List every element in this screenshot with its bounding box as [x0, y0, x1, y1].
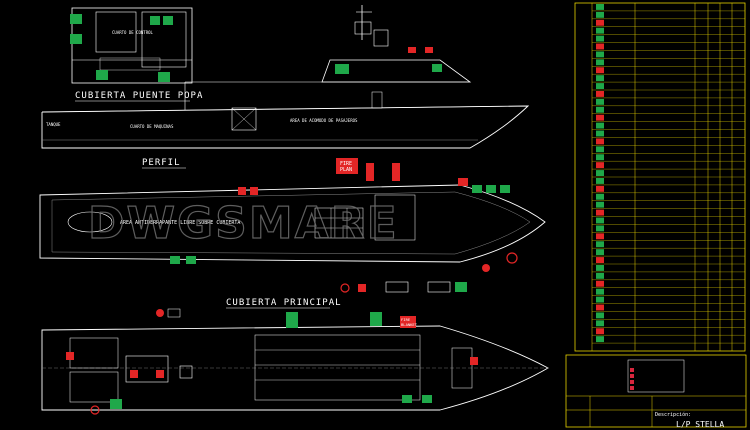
- legend-symbol-swatch: [596, 170, 604, 176]
- svg-text:FIRE: FIRE: [340, 161, 352, 167]
- legend-symbol-swatch: [596, 336, 604, 343]
- exit-sign-icon: [70, 14, 82, 24]
- legend-symbol-swatch: [596, 122, 604, 129]
- lifebuoy-icon: [335, 64, 349, 74]
- muster-point-icon: [455, 282, 467, 292]
- bridge-deck-plan: CUARTO DE CONTROL: [70, 7, 193, 84]
- fire-extinguisher-icon: [408, 47, 416, 53]
- legend-symbol-swatch: [596, 98, 604, 105]
- legend-symbol-swatch: [596, 35, 604, 42]
- legend-symbol-swatch: [596, 241, 604, 248]
- legend-symbol-swatch: [596, 265, 604, 271]
- exit-sign-icon: [186, 256, 196, 264]
- fire-alarm-icon: [250, 187, 258, 195]
- main-deck-plan: AREA ANTIDERRAPANTE LIBRE SOBRE CUBIERTA: [39, 163, 546, 293]
- svg-text:CUARTO DE MAQUINAS: CUARTO DE MAQUINAS: [130, 124, 174, 129]
- legend-symbol-swatch: [596, 91, 604, 97]
- legend-symbol-swatch: [596, 162, 604, 169]
- legend-symbol-swatch: [596, 288, 604, 295]
- legend-symbol-swatch: [596, 146, 604, 153]
- legend-symbol-swatch: [596, 59, 604, 66]
- legend-symbol-swatch: [596, 249, 604, 256]
- legend-symbol-swatch: [596, 114, 604, 121]
- alarm-button-icon: [458, 178, 468, 186]
- legend-symbol-swatch: [596, 233, 604, 240]
- legend-symbol-swatch: [596, 201, 604, 208]
- fire-extinguisher-icon: [425, 47, 433, 53]
- legend-symbol-swatch: [596, 257, 604, 263]
- legend-symbol-swatch: [596, 193, 604, 200]
- exit-sign-icon: [472, 185, 482, 193]
- main-deck-title: CUBIERTA PRINCIPAL: [226, 298, 342, 308]
- legend-symbol-swatch: [596, 27, 604, 34]
- legend-symbol-swatch: [596, 209, 604, 216]
- exit-sign-icon: [170, 256, 180, 264]
- life-jacket-icon: [500, 185, 510, 193]
- exit-sign-icon: [370, 312, 382, 326]
- emergency-exit-icon: [96, 70, 108, 80]
- svg-text:CUARTO DE CONTROL: CUARTO DE CONTROL: [112, 30, 154, 35]
- profile-view: AREA DE ACOMODO DE PASAJEROS CUARTO DE M…: [41, 5, 530, 149]
- legend-symbol-swatch: [596, 67, 604, 74]
- fire-extinguisher-icon: [392, 163, 400, 181]
- lifebuoy-icon: [506, 252, 518, 264]
- legend-symbol-swatch: [596, 225, 604, 232]
- legend-symbol-swatch: [596, 19, 604, 26]
- legend-symbol-swatch: [596, 11, 604, 18]
- legend-symbol-swatch: [596, 312, 604, 319]
- legend-symbol-swatch: [596, 154, 604, 161]
- fire-extinguisher-icon: [366, 163, 374, 181]
- legend-symbol-swatch: [596, 328, 604, 335]
- first-aid-icon: [163, 16, 173, 25]
- legend-symbol-swatch: [596, 296, 604, 303]
- legend-symbol-swatch: [596, 43, 604, 50]
- fire-alarm-icon: [156, 309, 164, 317]
- bridge-deck-title: CUBIERTA PUENTE POPA: [75, 91, 203, 101]
- safety-symbol-legend-table: [574, 2, 746, 352]
- legend-symbol-swatch: [596, 217, 604, 224]
- exit-sign-icon: [286, 312, 298, 328]
- muster-point-icon: [158, 72, 170, 82]
- exit-sign-icon: [486, 185, 496, 193]
- svg-text:FIRE: FIRE: [401, 317, 411, 322]
- legend-symbol-swatch: [596, 320, 604, 327]
- vessel-name: L/P STELLA: [676, 420, 724, 429]
- legend-symbol-swatch: [596, 178, 604, 184]
- svg-text:TANQUE: TANQUE: [46, 122, 61, 127]
- legend-symbol-swatch: [596, 51, 604, 58]
- legend-symbol-swatch: [596, 130, 604, 137]
- legend-symbol-swatch: [596, 304, 604, 311]
- exit-sign-icon: [432, 64, 442, 72]
- title-block: Descripción: L/P STELLA: [565, 354, 747, 429]
- legend-symbol-swatch: [596, 75, 604, 82]
- watermark-text: DWGSMARE: [88, 198, 399, 249]
- main-deck-area-label: AREA ANTIDERRAPANTE LIBRE SOBRE CUBIERTA: [120, 220, 240, 226]
- svg-text:PLAN: PLAN: [340, 167, 352, 173]
- life-jacket-icon: [150, 16, 160, 25]
- fire-hose-icon: [482, 264, 490, 272]
- legend-symbol-swatch: [596, 272, 604, 279]
- legend-symbol-swatch: [596, 4, 604, 10]
- fire-plan-sign: [336, 158, 358, 174]
- fire-blanket-sign: [400, 316, 416, 328]
- legend-symbol-swatch: [596, 138, 604, 145]
- profile-title: PERFIL: [142, 158, 181, 168]
- lower-deck-plan: FIRE BLANKET: [41, 308, 549, 415]
- legend-symbol-swatch: [596, 106, 604, 113]
- profile-area-label: AREA DE ACOMODO DE PASAJEROS: [290, 118, 358, 123]
- exit-sign-icon: [70, 34, 82, 44]
- legend-symbol-swatch: [596, 280, 604, 287]
- legend-symbol-swatch: [596, 185, 604, 192]
- svg-text:BLANKET: BLANKET: [401, 322, 418, 327]
- legend-symbol-swatch: [596, 83, 604, 89]
- fire-alarm-icon: [238, 187, 246, 195]
- title-block-desc-label: Descripción:: [655, 411, 691, 418]
